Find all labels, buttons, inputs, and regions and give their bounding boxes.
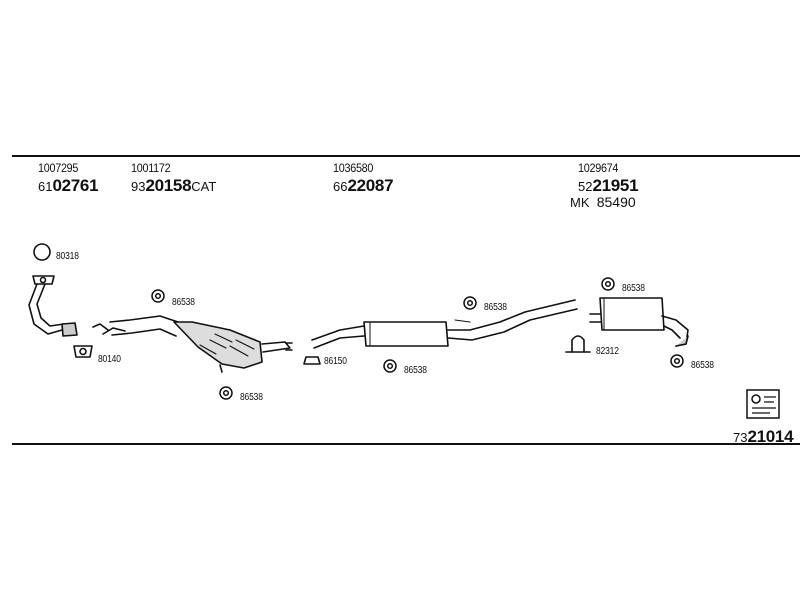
callout-80140: 80140 (98, 354, 121, 365)
part-front-pipe[interactable]: 1007295 6102761 (38, 161, 99, 195)
callout-86538: 86538 (404, 365, 427, 376)
callout-86150: 86150 (324, 356, 347, 367)
part-catalytic-converter[interactable]: 1001172 9320158CAT (131, 162, 216, 194)
middle-silencer-drawing[interactable] (311, 299, 578, 349)
small-clamp-icon[interactable] (303, 356, 321, 365)
rubber-mounts (151, 277, 684, 400)
front-pipe-drawing[interactable] (28, 275, 78, 337)
oe-number: 1007295 (38, 161, 79, 175)
callout-82312: 82312 (596, 346, 619, 357)
connecting-pipe-drawing[interactable] (92, 315, 179, 337)
callout-86538: 86538 (172, 297, 195, 308)
mounting-kit[interactable]: MK 85490 (570, 194, 636, 210)
mounting-kit-number: 85490 (596, 194, 636, 210)
set-prefix: 73 (733, 430, 748, 445)
callout-80318: 80318 (56, 251, 79, 262)
part-number: 6102761 (38, 176, 99, 195)
pipe-clamp-icon[interactable] (565, 335, 591, 353)
flange-gasket-icon[interactable] (73, 345, 93, 358)
mounting-kit-label: MK (570, 195, 590, 210)
part-number: 6622087 (333, 176, 394, 195)
callout-86538: 86538 (691, 360, 714, 371)
footer-rule (12, 443, 800, 445)
part-number: 9320158CAT (131, 176, 217, 195)
catalytic-converter-drawing[interactable] (173, 321, 293, 373)
rear-silencer-drawing[interactable] (589, 297, 689, 347)
callout-86538: 86538 (622, 283, 645, 294)
rubber-mount-icon[interactable] (670, 354, 684, 368)
rubber-mount-icon[interactable] (383, 359, 397, 373)
complete-set-number[interactable]: 7321014 (733, 427, 794, 447)
oe-number: 1036580 (333, 161, 374, 175)
callout-86538: 86538 (484, 302, 507, 313)
callout-86538: 86538 (240, 392, 263, 403)
part-rear-silencer[interactable]: 1029674 5221951 (578, 161, 639, 195)
rubber-mount-icon[interactable] (601, 277, 615, 291)
gasket-ring-icon[interactable] (33, 243, 51, 261)
part-number: 5221951 (578, 176, 639, 195)
set-number: 21014 (747, 427, 794, 446)
oe-number: 1001172 (131, 161, 171, 175)
header-rule (12, 155, 800, 157)
rubber-mount-icon[interactable] (219, 386, 233, 400)
oe-number: 1029674 (578, 161, 619, 175)
rubber-mount-icon[interactable] (151, 289, 165, 303)
fitting-instructions-icon[interactable] (746, 389, 780, 419)
part-middle-silencer[interactable]: 1036580 6622087 (333, 161, 394, 195)
rubber-mount-icon[interactable] (463, 296, 477, 310)
